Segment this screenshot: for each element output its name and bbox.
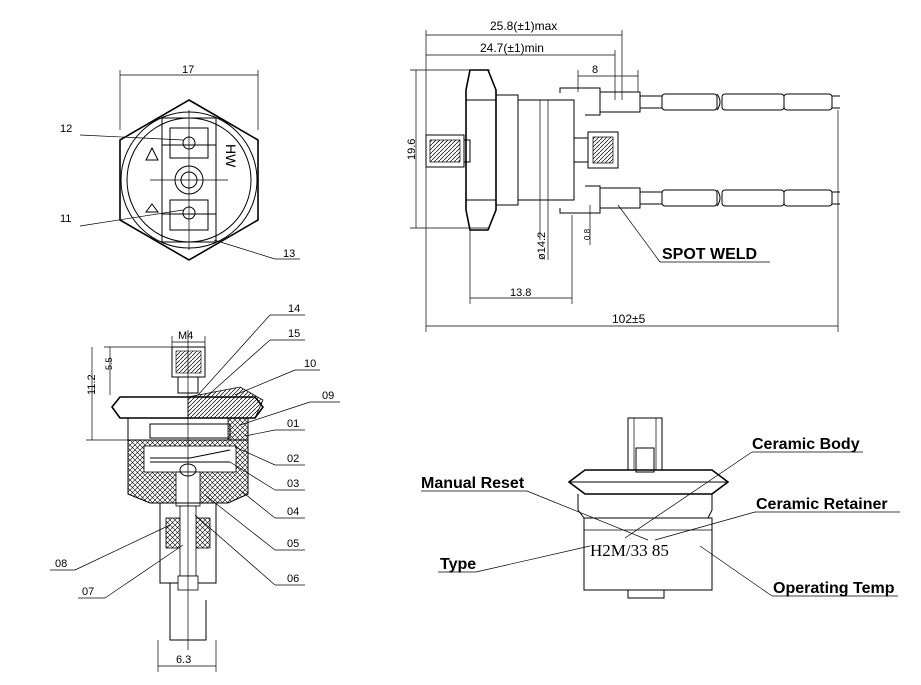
callout-ceramic-body: Ceramic Body: [624, 436, 863, 539]
svg-text:Type: Type: [440, 556, 476, 573]
ceramic-body-side: [517, 99, 575, 201]
svg-text:Operating Temp: Operating Temp: [773, 580, 895, 597]
dim-5-5: 5.5: [104, 346, 175, 395]
dim-11-2: 11.2: [86, 347, 130, 441]
callout-manual-reset: Manual Reset: [421, 475, 649, 541]
spot-weld-callout: SPOT WELD: [617, 204, 770, 263]
lower-lead: [559, 185, 840, 214]
svg-text:14: 14: [288, 303, 300, 315]
svg-text:02: 02: [287, 453, 299, 465]
triangle-mark-top: [145, 146, 159, 161]
svg-text:6.3: 6.3: [176, 654, 191, 666]
section-label-02: 02: [234, 446, 305, 466]
svg-text:12: 12: [60, 123, 72, 135]
label-13: 13: [213, 239, 300, 260]
dim-17-text: 17: [182, 64, 194, 76]
section-label-06: 06: [194, 514, 305, 586]
section-label-09: 09: [239, 390, 340, 426]
dim-19-6: 19.6: [406, 69, 490, 229]
section-label-08: 08: [50, 524, 171, 571]
hw-mark: HW: [223, 144, 239, 168]
callout-type: Type: [438, 545, 591, 573]
svg-text:M4: M4: [178, 330, 193, 342]
svg-text:11.2: 11.2: [86, 374, 98, 395]
svg-text:08: 08: [55, 558, 67, 570]
dim-min: 24.7(±1)min: [426, 41, 615, 56]
svg-text:24.7(±1)min: 24.7(±1)min: [480, 41, 544, 55]
section-label-01: 01: [244, 418, 305, 437]
svg-text:Ceramic Retainer: Ceramic Retainer: [756, 496, 888, 513]
section-label-07: 07: [78, 544, 184, 599]
triangle-mark-bottom: [145, 203, 159, 213]
svg-text:09: 09: [322, 390, 334, 402]
section-label-15: 15: [204, 328, 305, 399]
svg-text:Manual Reset: Manual Reset: [421, 475, 525, 492]
svg-text:05: 05: [287, 538, 299, 550]
dim-6-3: 6.3: [157, 640, 217, 672]
svg-text:11: 11: [60, 213, 71, 225]
svg-text:07: 07: [82, 586, 94, 598]
svg-text:25.8(±1)max: 25.8(±1)max: [490, 19, 557, 33]
label-12: 12: [60, 123, 184, 141]
svg-text:03: 03: [287, 478, 299, 490]
label-view: H2M/33 85 Ceramic Body Manual Reset Cera…: [421, 417, 900, 599]
section-label-05: 05: [204, 494, 305, 551]
svg-text:10: 10: [304, 358, 316, 370]
callout-ceramic-retainer: Ceramic Retainer: [654, 496, 900, 541]
label-11: 11: [60, 209, 184, 227]
dim-13-8: 13.8: [469, 215, 573, 304]
dim-102: 102±5: [426, 110, 839, 332]
svg-text:8: 8: [592, 64, 598, 76]
svg-text:13.8: 13.8: [510, 287, 531, 299]
svg-text:102±5: 102±5: [612, 312, 646, 326]
label-view-stud: [627, 417, 663, 471]
svg-text:Ceramic Body: Ceramic Body: [752, 436, 860, 453]
svg-text:19.6: 19.6: [406, 139, 418, 160]
svg-text:5.5: 5.5: [104, 357, 114, 370]
section-label-04: 04: [239, 489, 305, 519]
dim-m4: M4: [171, 330, 206, 348]
section-label-14: 14: [197, 303, 305, 396]
svg-text:0.8: 0.8: [583, 228, 592, 240]
dim-17: 17: [119, 64, 259, 130]
section-view: M4 5.5 11.2: [50, 303, 340, 672]
svg-text:SPOT WELD: SPOT WELD: [662, 246, 757, 263]
section-label-03: 03: [229, 461, 305, 491]
callout-operating-temp: Operating Temp: [699, 545, 898, 597]
svg-text:01: 01: [287, 418, 299, 430]
body-flange: [495, 94, 519, 206]
section-label-10: 10: [234, 358, 320, 396]
svg-text:15: 15: [288, 328, 300, 340]
svg-text:ø14.2: ø14.2: [536, 232, 548, 260]
dim-0-8: 0.8: [583, 205, 592, 245]
front-view: 17 HW 12 11 13: [60, 64, 300, 261]
dim-14-2: ø14.2: [536, 100, 549, 260]
upper-lead: [559, 87, 840, 116]
svg-text:06: 06: [287, 573, 299, 585]
marking-text: H2M/33 85: [590, 541, 669, 560]
dim-max: 25.8(±1)max: [426, 19, 622, 36]
side-view: 25.8(±1)max 24.7(±1)min 8 19.6: [406, 19, 840, 332]
svg-text:13: 13: [283, 248, 295, 260]
svg-text:04: 04: [287, 506, 299, 518]
hex-nut-side: [465, 69, 497, 231]
hex-nut: [119, 99, 259, 261]
